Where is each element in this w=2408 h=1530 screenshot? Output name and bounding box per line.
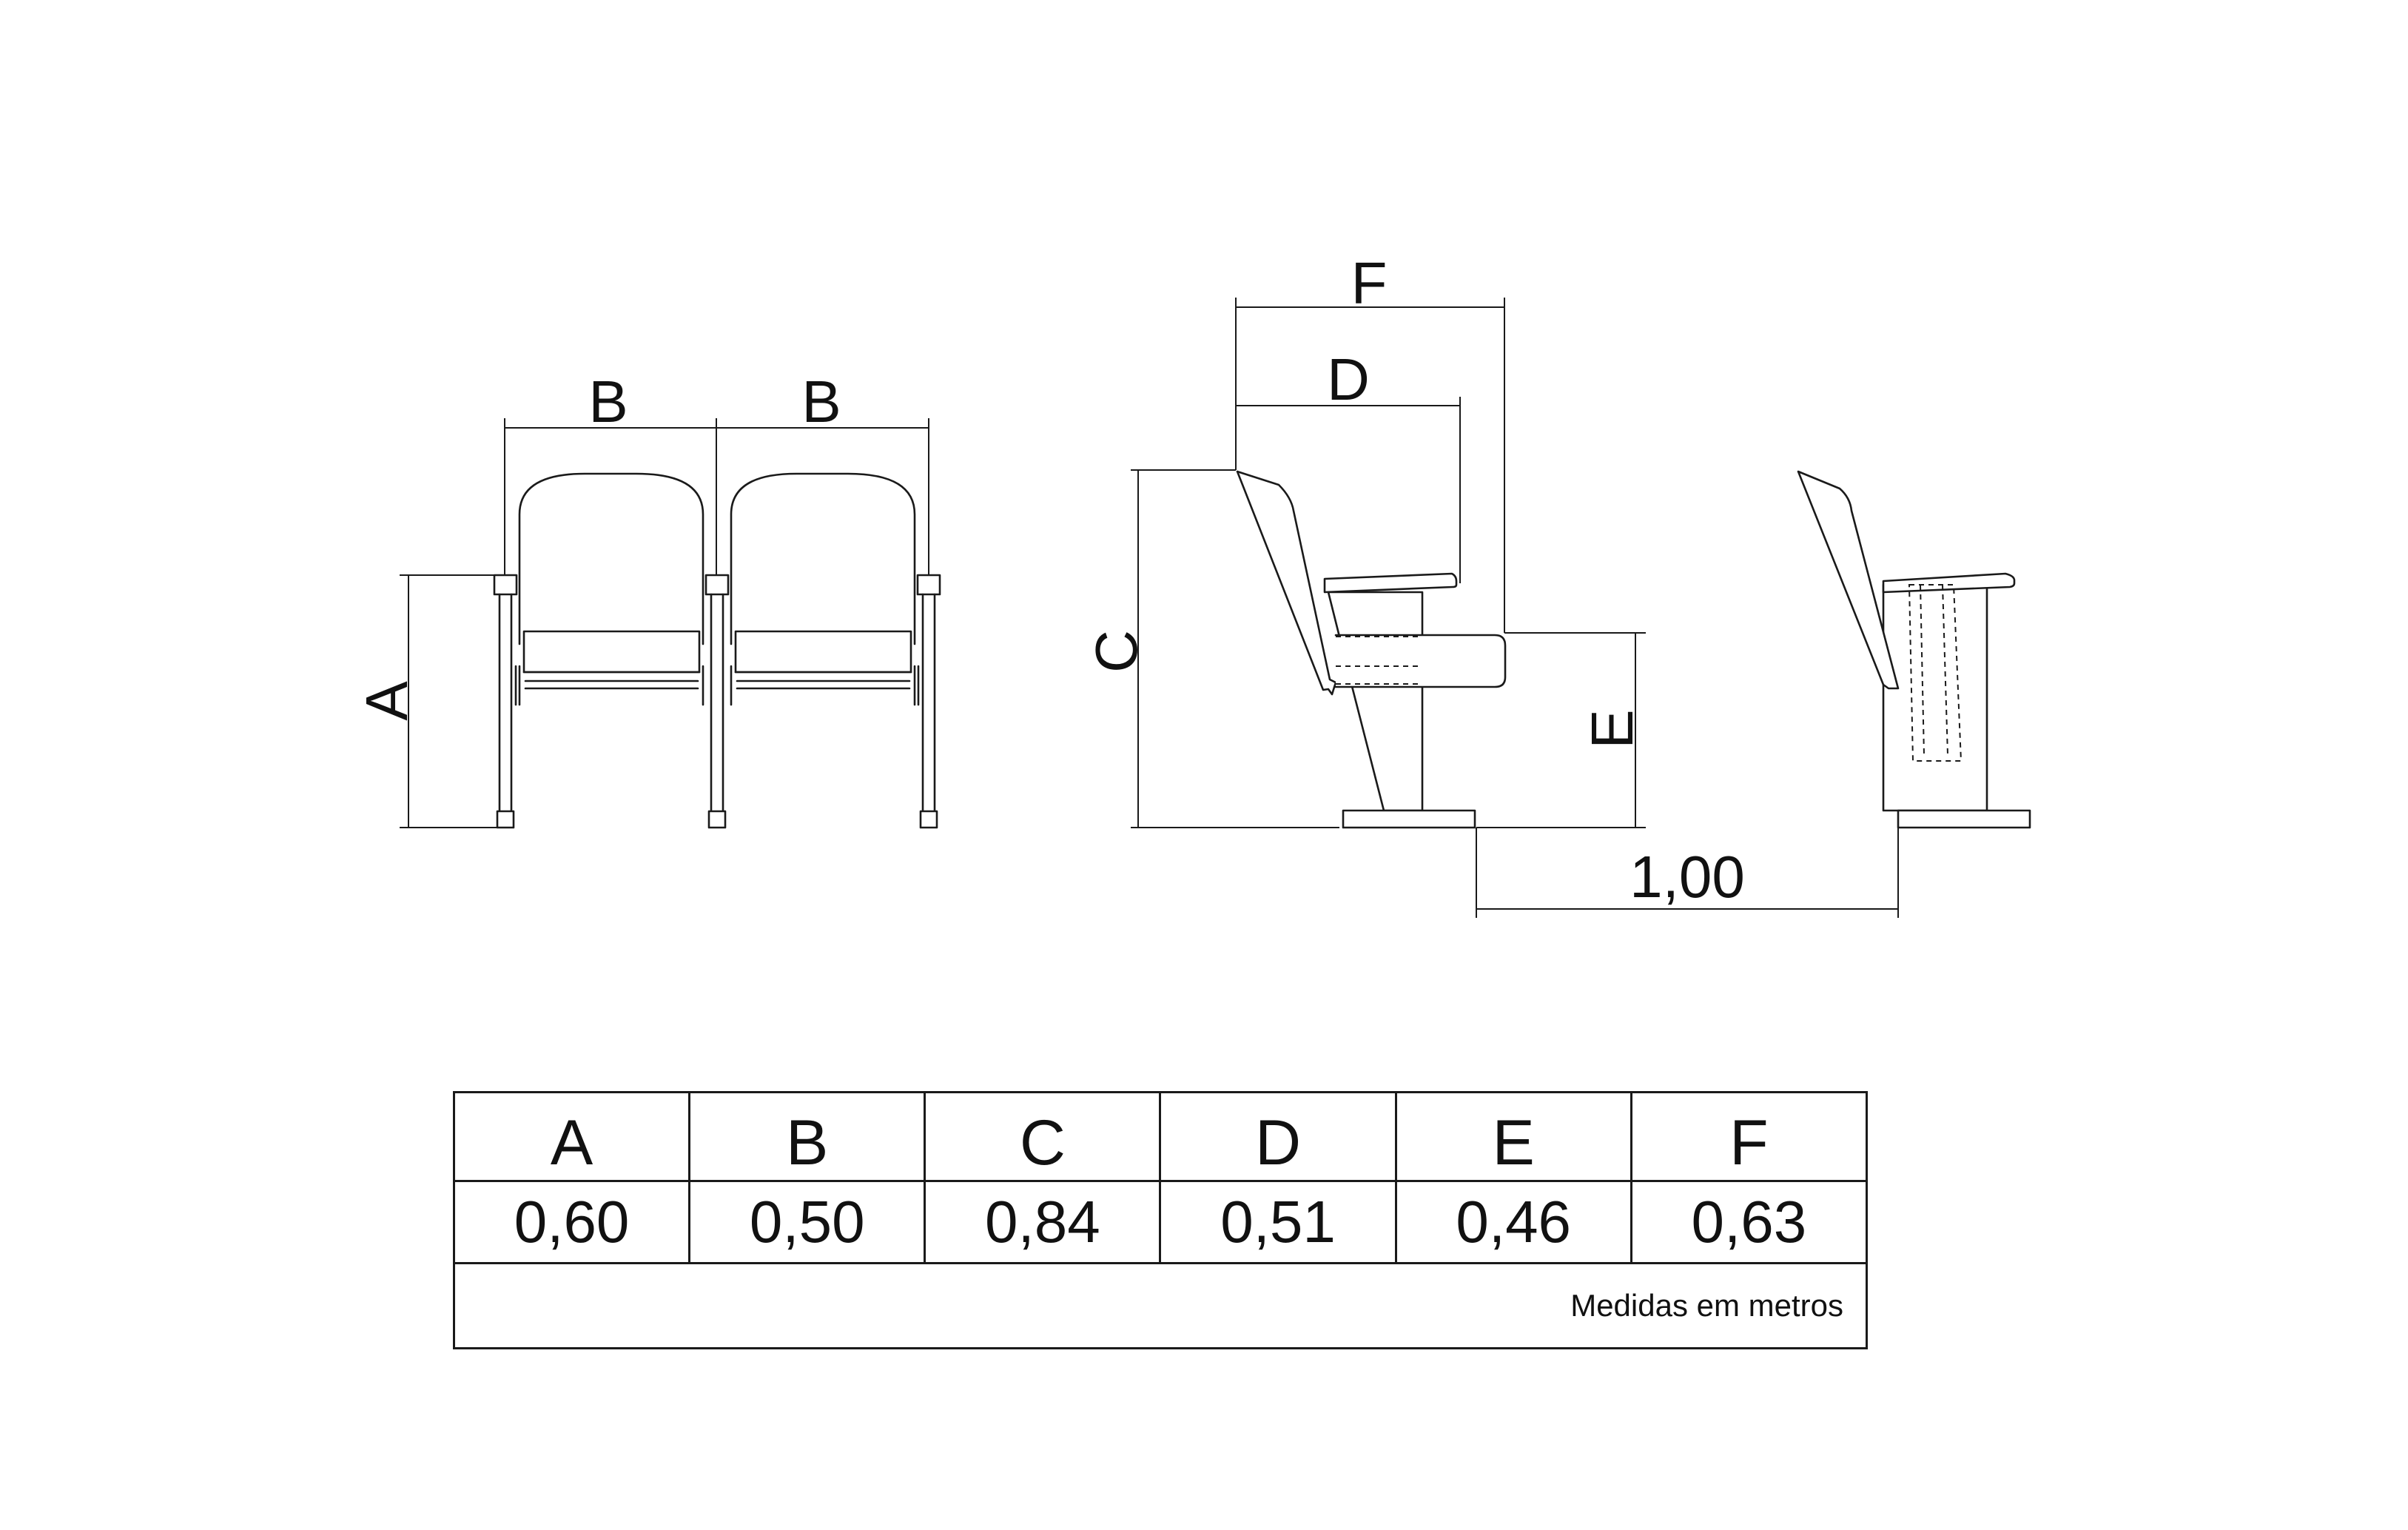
dimension-f (1235, 298, 1505, 633)
dim-label-b-right: B (801, 369, 841, 434)
front-leg-right (913, 574, 941, 829)
front-leg-left (493, 574, 521, 829)
front-view: B B A (354, 369, 941, 829)
dim-label-row-spacing: 1,00 (1630, 844, 1745, 910)
front-seat-right (730, 472, 916, 690)
table-header-row: A B C D E F (452, 1091, 1869, 1182)
dim-label-e: E (1579, 709, 1645, 748)
table-value-f: 0,63 (1630, 1180, 1869, 1264)
side-chair-open (1236, 470, 1507, 829)
dimension-row-spacing (1476, 828, 1899, 918)
table-note-row: Medidas em metros (453, 1262, 1868, 1349)
dimensions-table: A B C D E F 0,60 0,50 0,84 0,51 0,46 0,6… (452, 1091, 1869, 1349)
table-value-b: 0,50 (688, 1180, 926, 1264)
front-seat-left (518, 472, 704, 690)
dimension-b (504, 418, 929, 585)
side-view: F D C E 1,00 (1083, 250, 2031, 918)
units-note: Medidas em metros (453, 1262, 1868, 1349)
dimension-e (1476, 632, 1646, 828)
dimension-a (400, 574, 511, 828)
table-value-d: 0,51 (1159, 1180, 1397, 1264)
front-leg-middle (702, 574, 733, 829)
dim-label-f: F (1351, 250, 1388, 316)
dimension-c (1131, 469, 1339, 828)
table-value-e: 0,46 (1394, 1180, 1632, 1264)
dim-label-d: D (1327, 346, 1370, 412)
side-chair-folded (1797, 470, 2031, 829)
table-value-a: 0,60 (452, 1180, 691, 1264)
table-header-c: C (924, 1091, 1162, 1182)
table-header-b: B (688, 1091, 926, 1182)
table-header-a: A (452, 1091, 691, 1182)
table-header-d: D (1159, 1091, 1397, 1182)
table-value-c: 0,84 (924, 1180, 1162, 1264)
dimension-d (1236, 397, 1461, 583)
table-header-f: F (1630, 1091, 1869, 1182)
dim-label-a: A (354, 681, 420, 721)
dim-label-b-left: B (588, 369, 628, 434)
table-value-row: 0,60 0,50 0,84 0,51 0,46 0,63 (452, 1180, 1869, 1264)
dim-label-c: C (1083, 630, 1149, 673)
table-header-e: E (1394, 1091, 1632, 1182)
